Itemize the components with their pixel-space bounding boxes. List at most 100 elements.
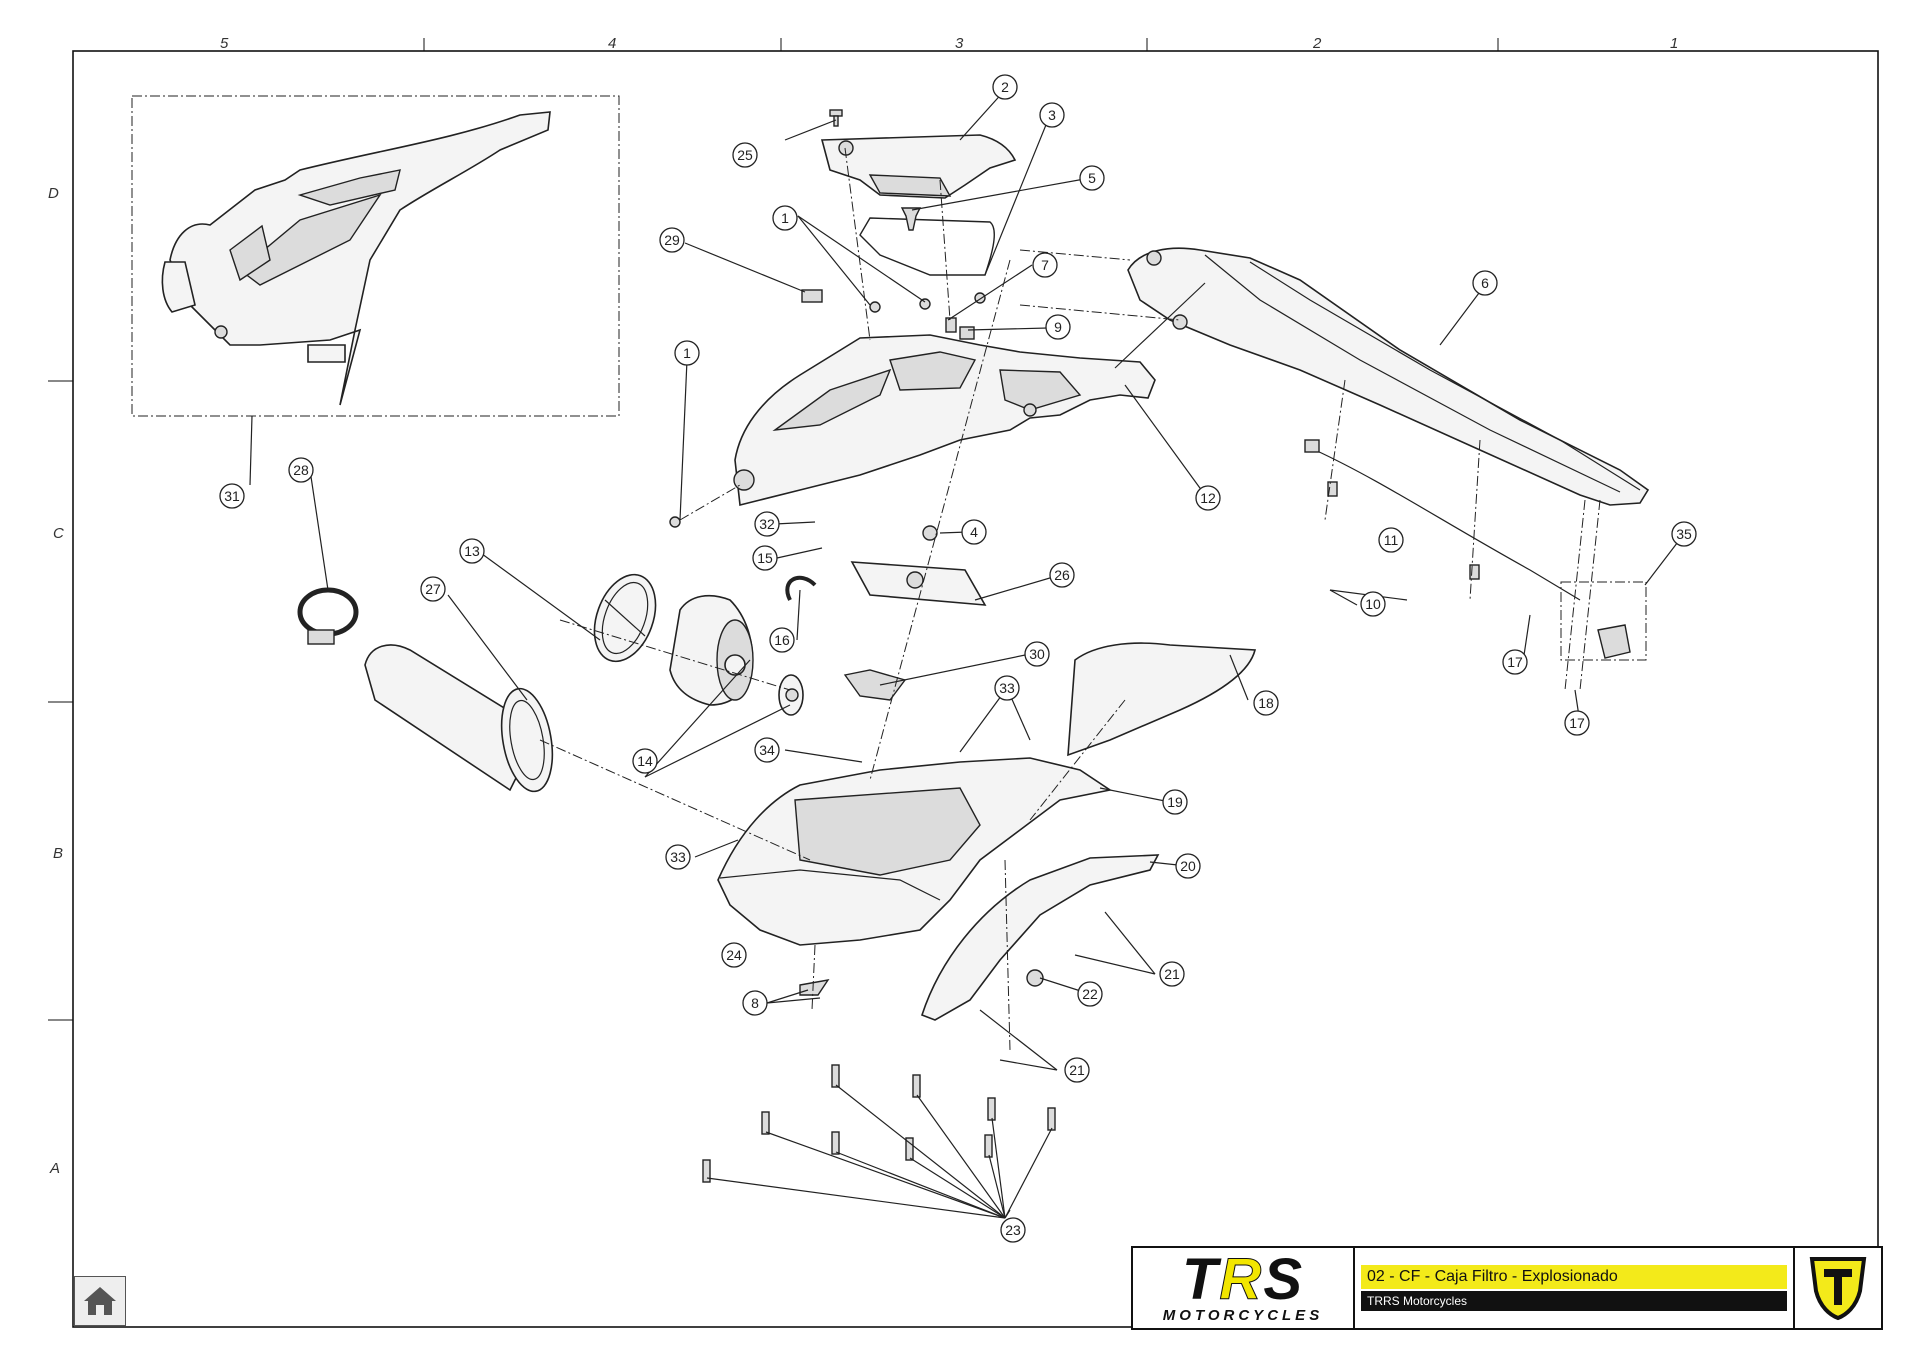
callout-19: 19 [1162,789,1188,815]
assembly-center-lines [539,147,1601,1051]
callout-18: 18 [1253,690,1279,716]
svg-text:21: 21 [1164,966,1180,982]
svg-text:17: 17 [1569,715,1585,731]
callout-1a: 1 [772,205,798,231]
callout-7: 7 [1032,252,1058,278]
callout-20: 20 [1175,853,1201,879]
svg-text:21: 21 [1069,1062,1085,1078]
callout-17a: 17 [1502,649,1528,675]
svg-text:31: 31 [224,488,240,504]
zone-ruler-left [48,380,73,1021]
part-35-wiring-harness [1314,449,1581,601]
part-2-cover-plate [820,134,1017,199]
callout-28: 28 [288,457,314,483]
callout-31: 31 [219,483,245,509]
callout-34: 34 [754,737,780,763]
callout-17b: 17 [1564,710,1590,736]
svg-text:27: 27 [425,581,441,597]
part-23-leaders [706,1084,1053,1219]
svg-text:8: 8 [751,995,759,1011]
callout-5: 5 [1079,165,1105,191]
home-button[interactable] [74,1276,126,1326]
callout-16: 16 [769,627,795,653]
callout-3: 3 [1039,102,1065,128]
callout-15: 15 [752,545,778,571]
callout-35: 35 [1671,521,1697,547]
zone-left-C: C [53,525,64,542]
svg-text:13: 13 [464,543,480,559]
zone-ruler-top [423,38,1499,51]
svg-text:26: 26 [1054,567,1070,583]
callout-21a: 21 [1159,961,1185,987]
trrs-shield-icon [1793,1248,1881,1328]
svg-text:6: 6 [1481,275,1489,291]
callout-33a: 33 [994,675,1020,701]
zone-left-A: A [49,1160,60,1177]
callout-23: 23 [1000,1217,1026,1243]
zone-top-1: 1 [1670,35,1678,52]
part-28-hose-clamp [297,587,359,645]
callout-11: 11 [1378,527,1404,553]
svg-text:19: 19 [1167,794,1183,810]
zone-top-2: 2 [1312,35,1322,52]
callout-14: 14 [632,748,658,774]
svg-text:15: 15 [757,550,773,566]
part-23-bolts [702,1064,1056,1183]
callout-26: 26 [1049,562,1075,588]
assembled-airbox-detail [161,111,551,406]
callout-4: 4 [961,519,987,545]
detail-view-box [131,95,620,417]
callout-balloons: 1 1 2 3 4 5 6 7 8 9 10 11 12 13 14 15 16… [219,74,1697,1243]
callout-9: 9 [1045,314,1071,340]
part-24-bracket [799,979,830,996]
callout-1b: 1 [674,340,700,366]
trs-logo-subtitle: MOTORCYCLES [1162,1306,1324,1324]
callout-33b: 33 [665,844,691,870]
part-3-gasket [859,217,995,276]
drawing-title: 02 - CF - Caja Filtro - Explosionado [1361,1265,1787,1289]
title-info: 02 - CF - Caja Filtro - Explosionado TRR… [1355,1248,1793,1328]
zone-left-B: B [53,845,63,862]
callout-8: 8 [742,990,768,1016]
callout-13: 13 [459,538,485,564]
callout-29: 29 [659,227,685,253]
callout-2: 2 [992,74,1018,100]
svg-text:9: 9 [1054,319,1062,335]
company-name: TRRS Motorcycles [1361,1291,1787,1311]
trs-logo: TRS MOTORCYCLES [1133,1248,1355,1328]
svg-text:28: 28 [293,462,309,478]
callout-12: 12 [1195,485,1221,511]
svg-text:7: 7 [1041,257,1049,273]
callout-10: 10 [1360,591,1386,617]
part-16-bracket [785,575,817,601]
part-25-screw [829,109,843,127]
callout-22: 22 [1077,981,1103,1007]
drawing-frame [72,50,1879,1328]
svg-text:25: 25 [737,147,753,163]
part-6-rear-fender [1127,247,1650,506]
svg-text:1: 1 [683,345,691,361]
svg-text:33: 33 [670,849,686,865]
trs-logo-wordmark: TRS [1181,1246,1304,1312]
svg-text:3: 3 [1048,107,1056,123]
zone-top-3: 3 [955,35,964,52]
zone-top-5: 5 [220,35,229,52]
svg-text:32: 32 [759,516,775,532]
part-27-intake-snorkel [364,644,554,793]
callout-leaders [249,89,1685,1219]
svg-text:16: 16 [774,632,790,648]
callout-30: 30 [1024,641,1050,667]
svg-text:11: 11 [1384,532,1399,548]
callout-6: 6 [1472,270,1498,296]
svg-text:24: 24 [726,947,742,963]
part-4-nut [922,525,938,541]
part-18-side-panel [1067,642,1257,757]
svg-text:20: 20 [1180,858,1196,874]
svg-text:17: 17 [1507,654,1523,670]
callout-25: 25 [732,142,758,168]
svg-text:2: 2 [1001,79,1009,95]
callout-27: 27 [420,576,446,602]
svg-text:29: 29 [664,232,680,248]
part-22-nut [1026,969,1044,987]
